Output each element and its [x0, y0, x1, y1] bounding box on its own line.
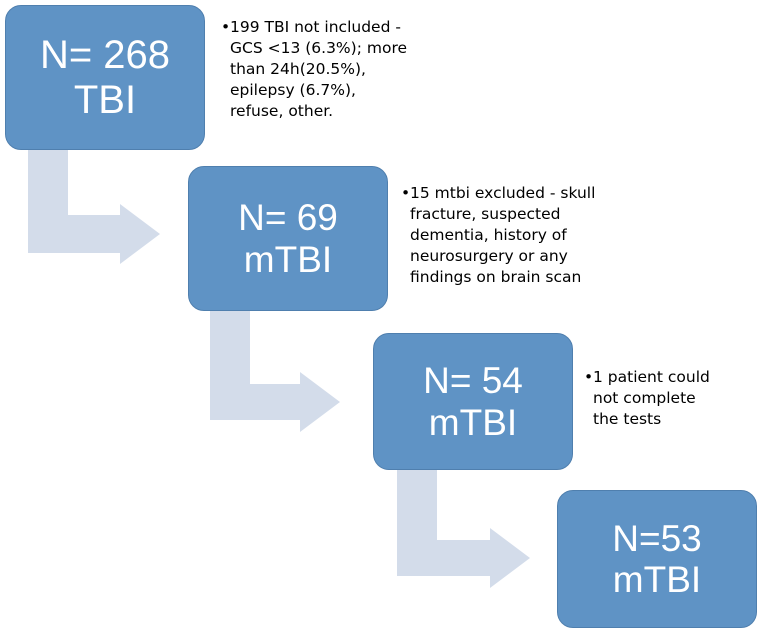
step-group: mTBI — [428, 401, 518, 443]
step-box-mtbi-53: N=53 mTBI — [557, 490, 757, 628]
exclusion-note-1: • 199 TBI not included - GCS <13 (6.3%);… — [221, 17, 430, 122]
step-group: mTBI — [612, 559, 702, 600]
bullet-icon: • — [221, 18, 231, 36]
bullet-icon: • — [584, 368, 594, 386]
step-count: N= 69 — [238, 197, 338, 239]
exclusion-note-3: • 1 patient could not complete the tests — [584, 367, 753, 430]
step-group: mTBI — [243, 238, 333, 280]
step-box-mtbi-54: N= 54 mTBI — [373, 333, 573, 470]
step-count: N=53 — [612, 517, 702, 559]
step-count: N= 268 — [39, 32, 171, 77]
step-group: TBI — [73, 77, 137, 122]
exclusion-note-text: 1 patient could not complete the tests — [593, 368, 710, 428]
step-box-total-tbi: N= 268 TBI — [5, 5, 205, 150]
step-count: N= 54 — [423, 360, 523, 402]
bullet-icon: • — [401, 184, 411, 202]
exclusion-note-2: • 15 mtbi excluded - skull fracture, sus… — [401, 183, 630, 288]
exclusion-note-text: 199 TBI not included - GCS <13 (6.3%); m… — [230, 18, 408, 120]
step-box-mtbi-69: N= 69 mTBI — [188, 166, 388, 311]
exclusion-note-text: 15 mtbi excluded - skull fracture, suspe… — [410, 184, 596, 286]
